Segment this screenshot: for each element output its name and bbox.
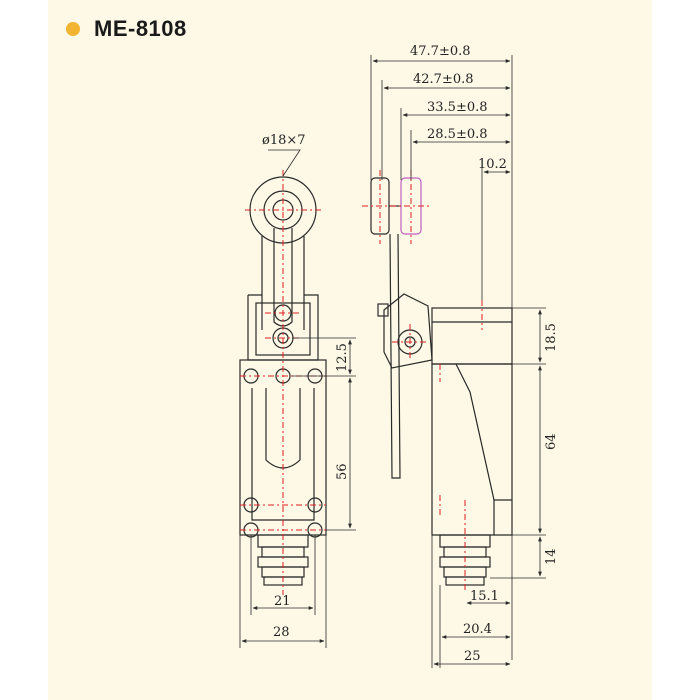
front-arm [261, 236, 305, 330]
dim-64: 64 [544, 433, 559, 450]
side-head [431, 307, 513, 365]
dim-12-5: 12.5 [335, 343, 350, 372]
dim-15-1: 15.1 [470, 589, 499, 604]
dim-10-2: 10.2 [478, 157, 507, 172]
side-small-tab [377, 303, 389, 317]
side-view [370, 177, 513, 586]
dim-33-5: 33.5±0.8 [427, 100, 488, 115]
bullet-dot [66, 22, 80, 36]
title-row: ME-8108 [66, 14, 187, 44]
dim-42-7: 42.7±0.8 [413, 72, 474, 87]
dim-25: 25 [464, 649, 481, 664]
side-centerlines [362, 170, 483, 590]
front-dimensions [239, 149, 356, 648]
side-body-right [494, 364, 513, 536]
dimension-labels: ø18×7 47.7±0.8 42.7±0.8 33.5±0.8 28.5±0.… [262, 44, 559, 664]
side-dimensions [370, 55, 546, 668]
front-screw-mr [307, 497, 323, 513]
model-title: ME-8108 [94, 16, 187, 41]
side-lever-rod [389, 233, 401, 479]
dim-56: 56 [335, 463, 350, 480]
dim-20-4: 20.4 [463, 622, 492, 637]
dim-21: 21 [274, 594, 291, 609]
dim-14: 14 [544, 548, 559, 565]
dim-47-7: 47.7±0.8 [410, 44, 471, 59]
side-body [431, 363, 495, 536]
dim-28-5: 28.5±0.8 [427, 127, 488, 142]
dim-18-5: 18.5 [544, 323, 559, 352]
dim-28: 28 [273, 625, 290, 640]
dim-roller: ø18×7 [262, 133, 306, 148]
